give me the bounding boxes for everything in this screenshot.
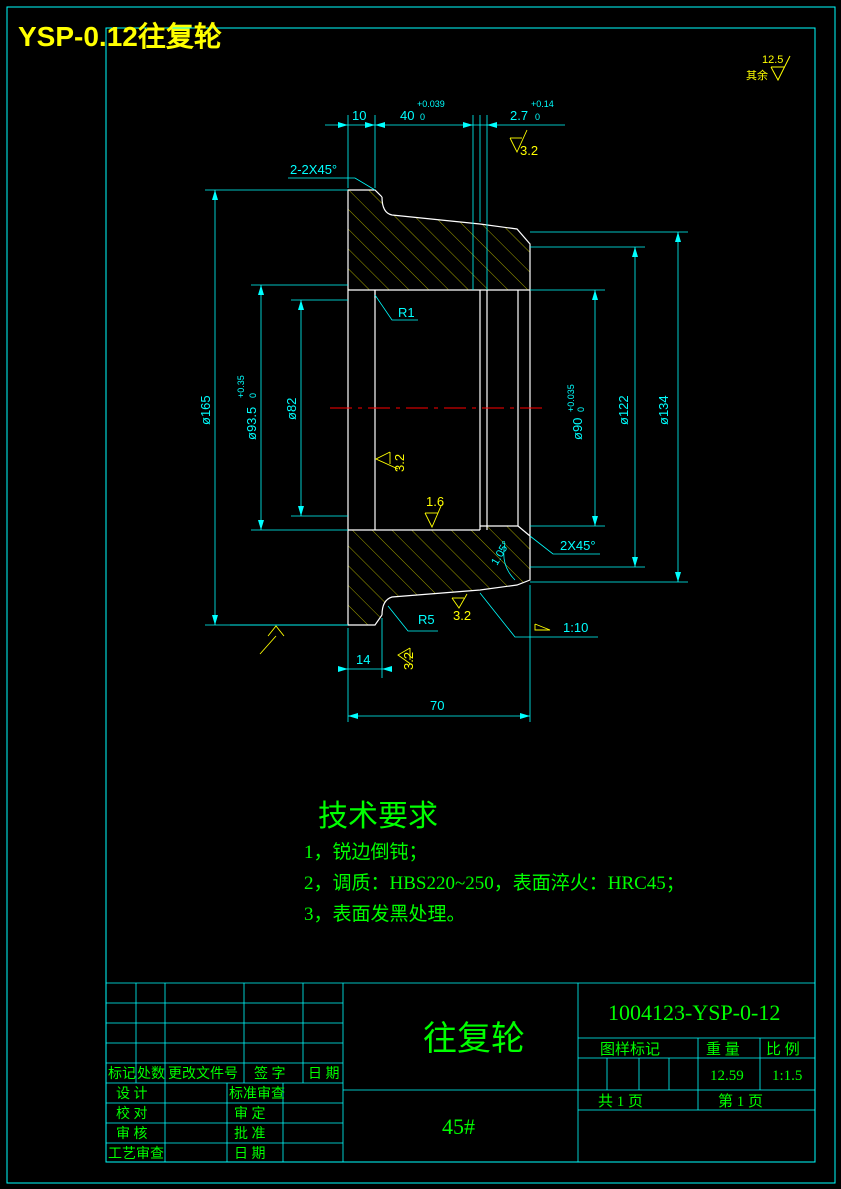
dim-phi82: ø82 xyxy=(284,398,299,420)
title-block xyxy=(106,982,815,1162)
dim-40-tol-up: +0.039 xyxy=(417,99,445,109)
drawing-frame xyxy=(105,27,816,1163)
tech-req-item: 1，锐边倒钝； xyxy=(304,841,428,863)
sign-label-date: 日 期 xyxy=(234,1146,266,1162)
rough-1-6-value: 1.6 xyxy=(426,494,444,509)
dimension-texts: 10 40 +0.039 0 2.7 +0.14 0 3.2 2-2X45° R… xyxy=(198,99,671,713)
dim-phi90-tol-up: +0.035 xyxy=(566,384,576,412)
weight-value: 12.59 xyxy=(710,1068,744,1084)
tech-req-item: 3，表面发黑处理。 xyxy=(304,903,466,925)
rev-header-sign: 签 字 xyxy=(254,1065,286,1082)
dim-phi90-tol-low: 0 xyxy=(576,407,586,412)
header-title: YSP-0.12往复轮 xyxy=(18,20,222,52)
dimensions xyxy=(205,115,688,722)
chamfer-top: 2-2X45° xyxy=(290,162,337,177)
dim-14: 14 xyxy=(356,652,370,667)
rev-header-date: 日 期 xyxy=(308,1066,340,1082)
roughness-symbols xyxy=(259,129,551,666)
sign-label-standard: 标准审查 xyxy=(229,1086,285,1102)
dim-70: 70 xyxy=(430,698,444,713)
dim-phi93-5-tol-up: +0.35 xyxy=(236,375,246,398)
dim-2-7-tol-low: 0 xyxy=(535,112,540,122)
dim-40-tol-low: 0 xyxy=(420,112,425,122)
technical-requirements: 技术要求 1，锐边倒钝； 2，调质：HBS220~250，表面淬火：HRC45；… xyxy=(304,800,685,925)
col-header-scale: 比 例 xyxy=(766,1041,800,1058)
rough-bore-value: 3.2 xyxy=(392,454,407,472)
dim-phi93-5-tol-low: 0 xyxy=(248,393,258,398)
col-header-pattern-mark: 图样标记 xyxy=(600,1041,660,1058)
taper-value: 1:10 xyxy=(563,620,588,635)
roughness-other-prefix: 其余 xyxy=(746,68,768,82)
part-section xyxy=(330,189,548,626)
roughness-other-value: 12.5 xyxy=(762,54,783,66)
sign-label-design: 设 计 xyxy=(116,1086,148,1102)
tech-req-title: 技术要求 xyxy=(318,800,438,833)
chamfer-right: 2X45° xyxy=(560,538,596,553)
sign-label-review: 审 核 xyxy=(116,1126,148,1142)
sign-label-approve: 批 准 xyxy=(234,1126,266,1142)
rough-14-value: 3.2 xyxy=(401,652,416,670)
scale-value: 1:1.5 xyxy=(772,1068,802,1084)
dim-2-7: 2.7 xyxy=(510,108,528,123)
rev-header-mark: 标记 xyxy=(108,1066,136,1082)
dim-phi134: ø134 xyxy=(656,395,671,425)
upper-rim-hatch xyxy=(480,224,530,290)
upper-section-hatch xyxy=(348,190,480,290)
rev-header-doc: 更改文件号 xyxy=(168,1066,238,1082)
col-header-weight: 重 量 xyxy=(706,1041,740,1058)
rev-header-count: 处数 xyxy=(137,1066,165,1082)
part-name: 往复轮 xyxy=(423,1020,525,1058)
tech-req-item: 2，调质：HBS220~250，表面淬火：HRC45； xyxy=(304,872,685,894)
material: 45# xyxy=(442,1114,475,1139)
dim-phi165: ø165 xyxy=(198,395,213,425)
sheet-number: 第 1 页 xyxy=(718,1092,763,1110)
drawing-number: 1004123-YSP-0-12 xyxy=(608,1000,780,1025)
dim-phi122: ø122 xyxy=(616,395,631,425)
dimension-arrows xyxy=(212,122,681,719)
sheet-border xyxy=(6,6,836,1184)
dim-phi93-5: ø93.5 xyxy=(244,407,259,440)
sign-label-check: 校 对 xyxy=(116,1105,148,1122)
lower-section-hatch xyxy=(348,526,530,625)
radius-r1: R1 xyxy=(398,305,415,320)
roughness-other-symbol: 其余 12.5 xyxy=(746,54,791,82)
title-block-texts: 往复轮 45# 1004123-YSP-0-12 图样标记 重 量 比 例 12… xyxy=(108,1000,802,1162)
part-outline xyxy=(347,189,531,626)
sheets-total: 共 1 页 xyxy=(598,1093,643,1110)
sign-label-approve-set: 审 定 xyxy=(234,1106,266,1122)
dim-2-7-tol-up: +0.14 xyxy=(531,99,554,109)
dim-10: 10 xyxy=(352,108,366,123)
rough-r5-value: 3.2 xyxy=(453,608,471,623)
radius-r5: R5 xyxy=(418,612,435,627)
sign-label-process: 工艺审查 xyxy=(108,1146,164,1162)
dim-phi90: ø90 xyxy=(570,418,585,440)
rough-top-value: 3.2 xyxy=(520,143,538,158)
dim-40: 40 xyxy=(400,108,414,123)
